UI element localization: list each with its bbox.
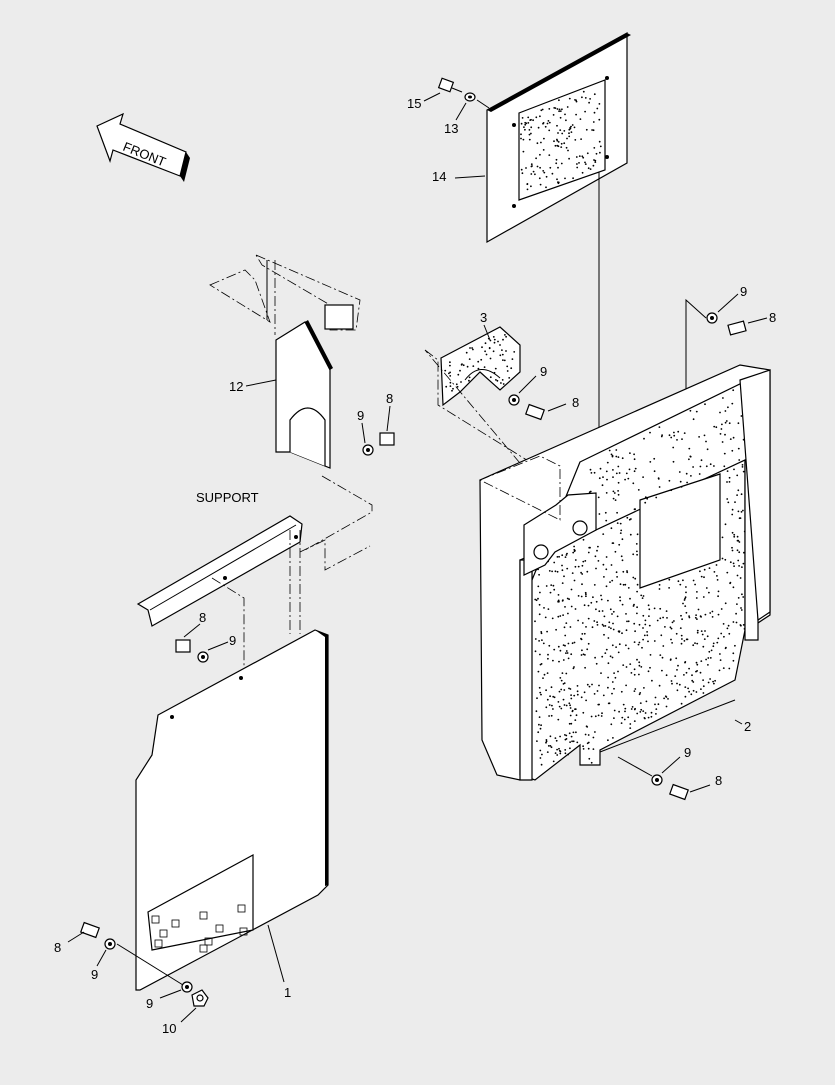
- washer-13: [464, 92, 476, 102]
- callout-9-support: 9: [229, 633, 236, 648]
- callout-8-support: 8: [199, 610, 206, 625]
- bolt-8-cover: [379, 432, 395, 446]
- callout-8-bottom-right: 8: [715, 773, 722, 788]
- part-12-cover: [209, 254, 361, 469]
- callout-13: 13: [444, 121, 458, 136]
- callout-9-bottom-left: 9: [91, 967, 98, 982]
- bolt-8-bottom-left: [80, 921, 100, 939]
- callout-3: 3: [480, 310, 487, 325]
- bolt-8-support: [175, 639, 191, 653]
- bolt-8-bottom-right: [669, 783, 689, 801]
- callout-9-cover: 9: [357, 408, 364, 423]
- front-arrow: FRONT: [96, 112, 190, 182]
- callout-8-cover: 8: [386, 391, 393, 406]
- washer-9-top-right: [706, 312, 718, 324]
- washer-9-gasket: [508, 394, 520, 406]
- callout-2: 2: [744, 719, 751, 734]
- callout-1: 1: [284, 985, 291, 1000]
- callout-9-bottom: 9: [146, 996, 153, 1011]
- callout-10: 10: [162, 1021, 176, 1036]
- washer-9-bottom-left: [104, 938, 116, 950]
- washer-9-support: [197, 651, 209, 663]
- callout-14: 14: [432, 169, 446, 184]
- nut-10: [191, 989, 209, 1007]
- callouts: 15 13 14 3 9 8 9 8 12 9 8 8 9 2 9 8 8 9 …: [54, 96, 776, 1036]
- washer-9-bottom: [181, 981, 193, 993]
- callout-8-bottom-left: 8: [54, 940, 61, 955]
- part-14-plate: [486, 31, 631, 450]
- hatched-pattern: [151, 904, 248, 953]
- callout-9-gasket: 9: [540, 364, 547, 379]
- bolt-15: [437, 77, 463, 93]
- callout-9-top-right: 9: [740, 284, 747, 299]
- insulation-pattern: [444, 334, 516, 392]
- washer-9-cover: [362, 444, 374, 456]
- part-2-panel: [479, 364, 771, 781]
- callout-8-gasket: 8: [572, 395, 579, 410]
- part-3-gasket: [424, 326, 531, 477]
- callout-12: 12: [229, 379, 243, 394]
- callout-15: 15: [407, 96, 421, 111]
- washer-9-bottom-right: [651, 774, 663, 786]
- insulation-pattern: [534, 389, 746, 766]
- support-label: SUPPORT: [196, 490, 259, 505]
- bolt-8-gasket: [525, 403, 545, 421]
- callout-8-top-right: 8: [769, 310, 776, 325]
- part-1-plate: [135, 629, 329, 991]
- bolt-8-top-right: [727, 320, 747, 336]
- callout-9-bottom-right: 9: [684, 745, 691, 760]
- insulation-pattern: [520, 90, 602, 191]
